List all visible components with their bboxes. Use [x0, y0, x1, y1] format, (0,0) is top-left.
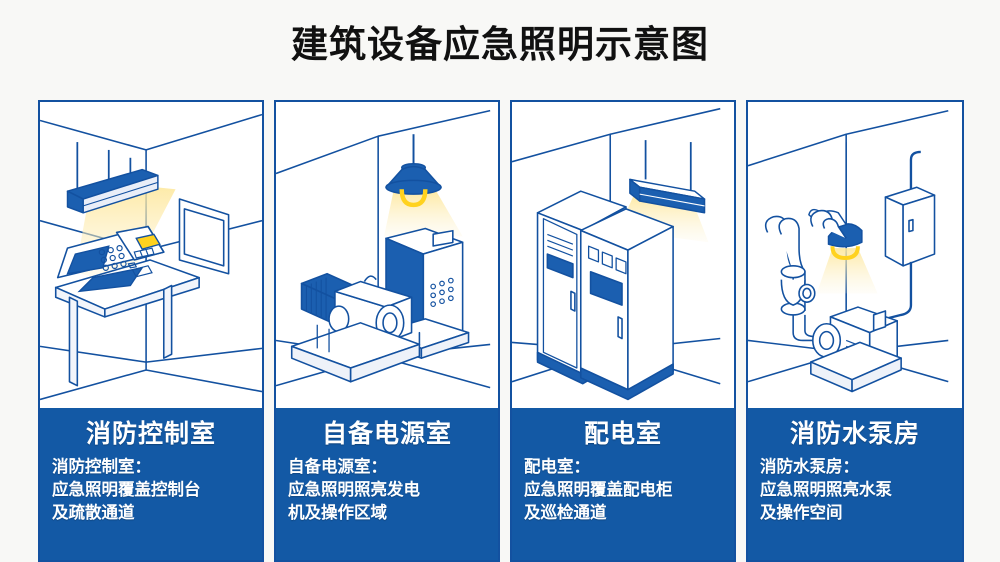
panel-fire-pump-room[interactable]: 消防水泵房 消防水泵房： 应急照明照亮水泵 及操作空间	[746, 100, 964, 562]
desc-line-3: 及操作空间	[760, 504, 843, 522]
desc-line-1: 消防控制室：	[52, 458, 151, 476]
panel-description: 自备电源室： 应急照明照亮发电 机及操作区域	[288, 456, 486, 525]
desc-line-2: 应急照明覆盖控制台	[52, 481, 201, 499]
distribution-room-illustration	[512, 102, 734, 412]
fire-pump-room-illustration	[748, 102, 962, 412]
desc-line-1: 自备电源室：	[288, 458, 387, 476]
panel-distribution-room[interactable]: 配电室 配电室： 应急照明覆盖配电柜 及巡检通道	[510, 100, 736, 562]
caption-fire-pump-room: 消防水泵房 消防水泵房： 应急照明照亮水泵 及操作空间	[748, 408, 962, 560]
panel-standby-power-room[interactable]: 自备电源室 自备电源室： 应急照明照亮发电 机及操作区域	[274, 100, 500, 562]
panel-title: 消防控制室	[85, 420, 216, 448]
desc-line-1: 配电室：	[524, 458, 590, 476]
panel-description: 消防控制室： 应急照明覆盖控制台 及疏散通道	[52, 456, 250, 525]
desc-line-2: 应急照明覆盖配电柜	[524, 481, 673, 499]
fire-control-room-illustration	[40, 102, 262, 412]
desc-line-2: 应急照明照亮发电	[288, 481, 420, 499]
panel-title: 消防水泵房	[789, 420, 920, 448]
desc-line-2: 应急照明照亮水泵	[760, 481, 892, 499]
desc-line-1: 消防水泵房：	[760, 458, 859, 476]
caption-fire-control-room: 消防控制室 消防控制室： 应急照明覆盖控制台 及疏散通道	[40, 408, 262, 560]
panel-description: 配电室： 应急照明覆盖配电柜 及巡检通道	[524, 456, 722, 525]
panel-grid: 消防控制室 消防控制室： 应急照明覆盖控制台 及疏散通道	[38, 100, 964, 562]
panel-fire-control-room[interactable]: 消防控制室 消防控制室： 应急照明覆盖控制台 及疏散通道	[38, 100, 264, 562]
panel-title: 配电室	[583, 420, 662, 448]
page-title: 建筑设备应急照明示意图	[291, 24, 709, 65]
desc-line-3: 及疏散通道	[52, 504, 135, 522]
panel-description: 消防水泵房： 应急照明照亮水泵 及操作空间	[760, 456, 950, 525]
desc-line-3: 及巡检通道	[524, 504, 607, 522]
standby-power-room-illustration	[276, 102, 498, 412]
caption-distribution-room: 配电室 配电室： 应急照明覆盖配电柜 及巡检通道	[512, 408, 734, 560]
caption-standby-power-room: 自备电源室 自备电源室： 应急照明照亮发电 机及操作区域	[276, 408, 498, 560]
desc-line-3: 机及操作区域	[288, 504, 387, 522]
panel-title: 自备电源室	[321, 420, 452, 448]
